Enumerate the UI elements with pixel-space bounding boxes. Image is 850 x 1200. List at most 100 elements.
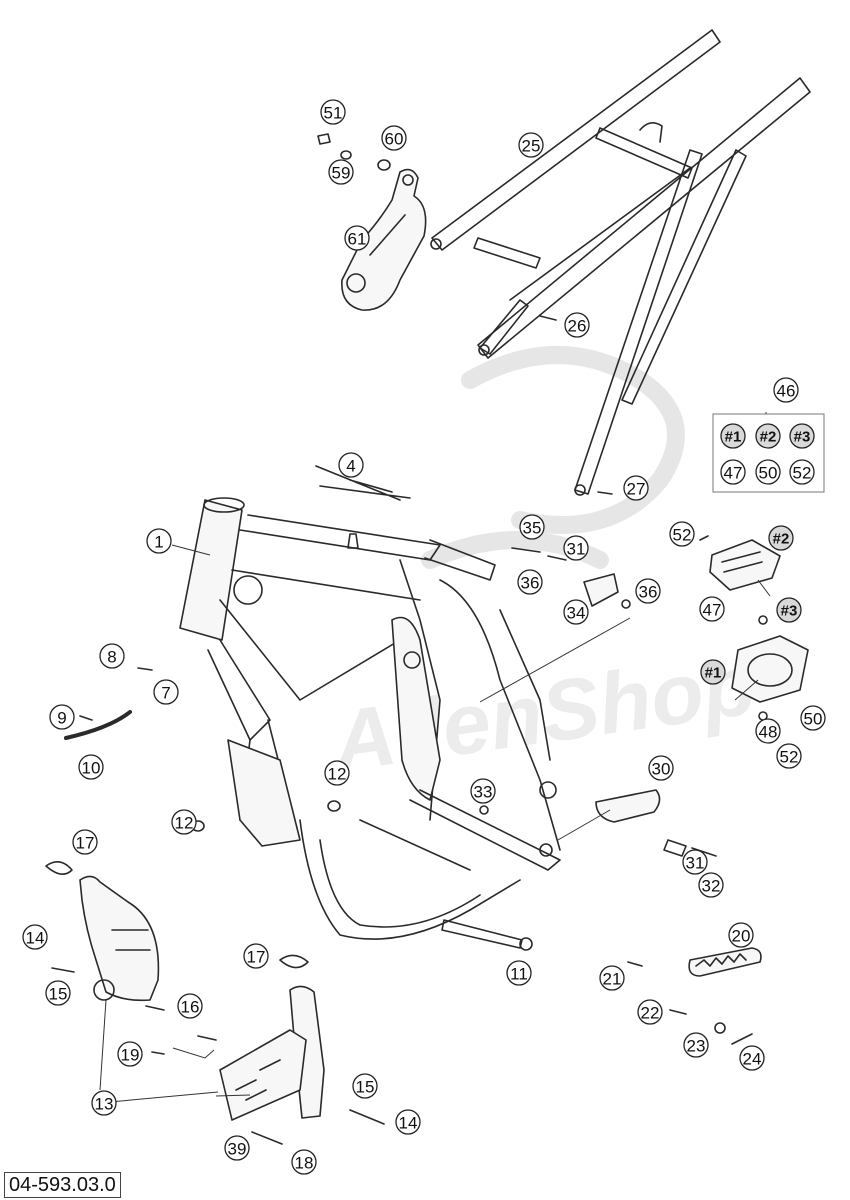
callout-number: 15 <box>49 985 68 1004</box>
callout-circle <box>776 743 802 769</box>
callout-circle <box>699 596 725 622</box>
callout-61-c61: 61 <box>344 225 370 251</box>
callout-number: 17 <box>76 834 95 853</box>
callout-circle <box>395 1109 421 1135</box>
callout-50-k50: 50 <box>755 459 781 485</box>
callout-circle <box>519 514 545 540</box>
callout-52-c52a: 52 <box>669 521 695 547</box>
callout-circle <box>789 459 815 485</box>
callout-number: 23 <box>687 1037 706 1056</box>
callout-30-c30: 30 <box>648 755 674 781</box>
callout-number: 12 <box>175 814 194 833</box>
callout-number: 18 <box>295 1154 314 1173</box>
callout-number: 8 <box>107 648 116 667</box>
callout-circle <box>563 599 589 625</box>
callout-circle <box>177 993 203 1019</box>
callout-number: 46 <box>777 382 796 401</box>
callout-50-c50b: 50 <box>800 705 826 731</box>
callout-31-c31b: 31 <box>682 849 708 875</box>
callout-circle <box>91 1090 117 1116</box>
callout-kit-2-c2b: #2 <box>768 525 794 551</box>
callout-number: 20 <box>732 927 751 946</box>
callout-13-c13: 13 <box>91 1090 117 1116</box>
callout-48-c48: 48 <box>755 718 781 744</box>
callout-47-c47b: 47 <box>699 596 725 622</box>
callout-16-c16: 16 <box>177 993 203 1019</box>
callout-number: 12 <box>328 765 347 784</box>
callout-59-c59: 59 <box>328 159 354 185</box>
callout-number: 31 <box>567 540 586 559</box>
callout-17-c17b: 17 <box>243 943 269 969</box>
callout-circle <box>698 872 724 898</box>
callout-circle <box>49 704 75 730</box>
callout-number: 36 <box>521 574 540 593</box>
callout-circle <box>720 423 746 449</box>
callout-12-c12b: 12 <box>324 760 350 786</box>
callout-circle <box>720 459 746 485</box>
callout-52-c52b: 52 <box>776 743 802 769</box>
callout-circle <box>700 659 726 685</box>
callout-34-c34: 34 <box>563 599 589 625</box>
watermark: AllenShop <box>325 346 762 791</box>
callout-circle <box>352 1073 378 1099</box>
callout-number: 39 <box>228 1140 247 1159</box>
callout-number: #1 <box>725 429 742 446</box>
callout-number: 14 <box>26 929 45 948</box>
callout-17-c17a: 17 <box>72 829 98 855</box>
callout-number: 30 <box>652 760 671 779</box>
callout-circle <box>635 578 661 604</box>
callout-number: 17 <box>247 948 266 967</box>
callout-number: #3 <box>794 429 811 446</box>
callout-46-c46: 46 <box>773 377 799 403</box>
callout-kit-1-k1: #1 <box>720 423 746 449</box>
callout-circle <box>564 312 590 338</box>
callout-circle <box>45 980 71 1006</box>
callout-circle <box>623 475 649 501</box>
left-protector-plate-part <box>79 875 325 1121</box>
callout-52-k52: 52 <box>789 459 815 485</box>
callout-31-c31a: 31 <box>563 535 589 561</box>
callout-number: 32 <box>702 877 721 896</box>
callout-35-c35: 35 <box>519 514 545 540</box>
callout-4-c4: 4 <box>338 452 364 478</box>
callout-number: 48 <box>759 723 778 742</box>
callout-32-c32: 32 <box>698 872 724 898</box>
callout-number: 59 <box>332 164 351 183</box>
callout-36-c36b: 36 <box>635 578 661 604</box>
callout-kit-2-k2: #2 <box>755 423 781 449</box>
callout-27-c27: 27 <box>623 475 649 501</box>
callout-8-c8: 8 <box>99 643 125 669</box>
callout-number: 51 <box>324 104 343 123</box>
callout-19-c19: 19 <box>117 1041 143 1067</box>
callout-14-c14b: 14 <box>395 1109 421 1135</box>
callout-15-c15a: 15 <box>45 980 71 1006</box>
callout-kit-1-c1b: #1 <box>700 659 726 685</box>
callout-kit-3-k3: #3 <box>789 423 815 449</box>
callout-circle <box>291 1149 317 1175</box>
callout-number: #1 <box>705 665 722 682</box>
callout-circle <box>78 754 104 780</box>
callout-number: #3 <box>781 603 798 620</box>
callout-circle <box>563 535 589 561</box>
callout-7-c7: 7 <box>153 679 179 705</box>
callout-circle <box>22 924 48 950</box>
callout-circle <box>324 760 350 786</box>
callout-circle <box>648 755 674 781</box>
callout-39-c39: 39 <box>224 1135 250 1161</box>
callout-number: 35 <box>523 519 542 538</box>
callout-number: 47 <box>724 464 743 483</box>
callout-circle <box>171 809 197 835</box>
callout-circle <box>518 132 544 158</box>
callout-circle <box>637 999 663 1025</box>
callout-circle <box>328 159 354 185</box>
callout-number: 11 <box>510 965 528 984</box>
callout-number: 19 <box>121 1046 140 1065</box>
callout-number: 26 <box>568 317 587 336</box>
callout-51-c51: 51 <box>320 99 346 125</box>
callout-20-c20: 20 <box>728 922 754 948</box>
callout-circle <box>344 225 370 251</box>
callout-47-k47: 47 <box>720 459 746 485</box>
callout-number: 9 <box>57 709 66 728</box>
